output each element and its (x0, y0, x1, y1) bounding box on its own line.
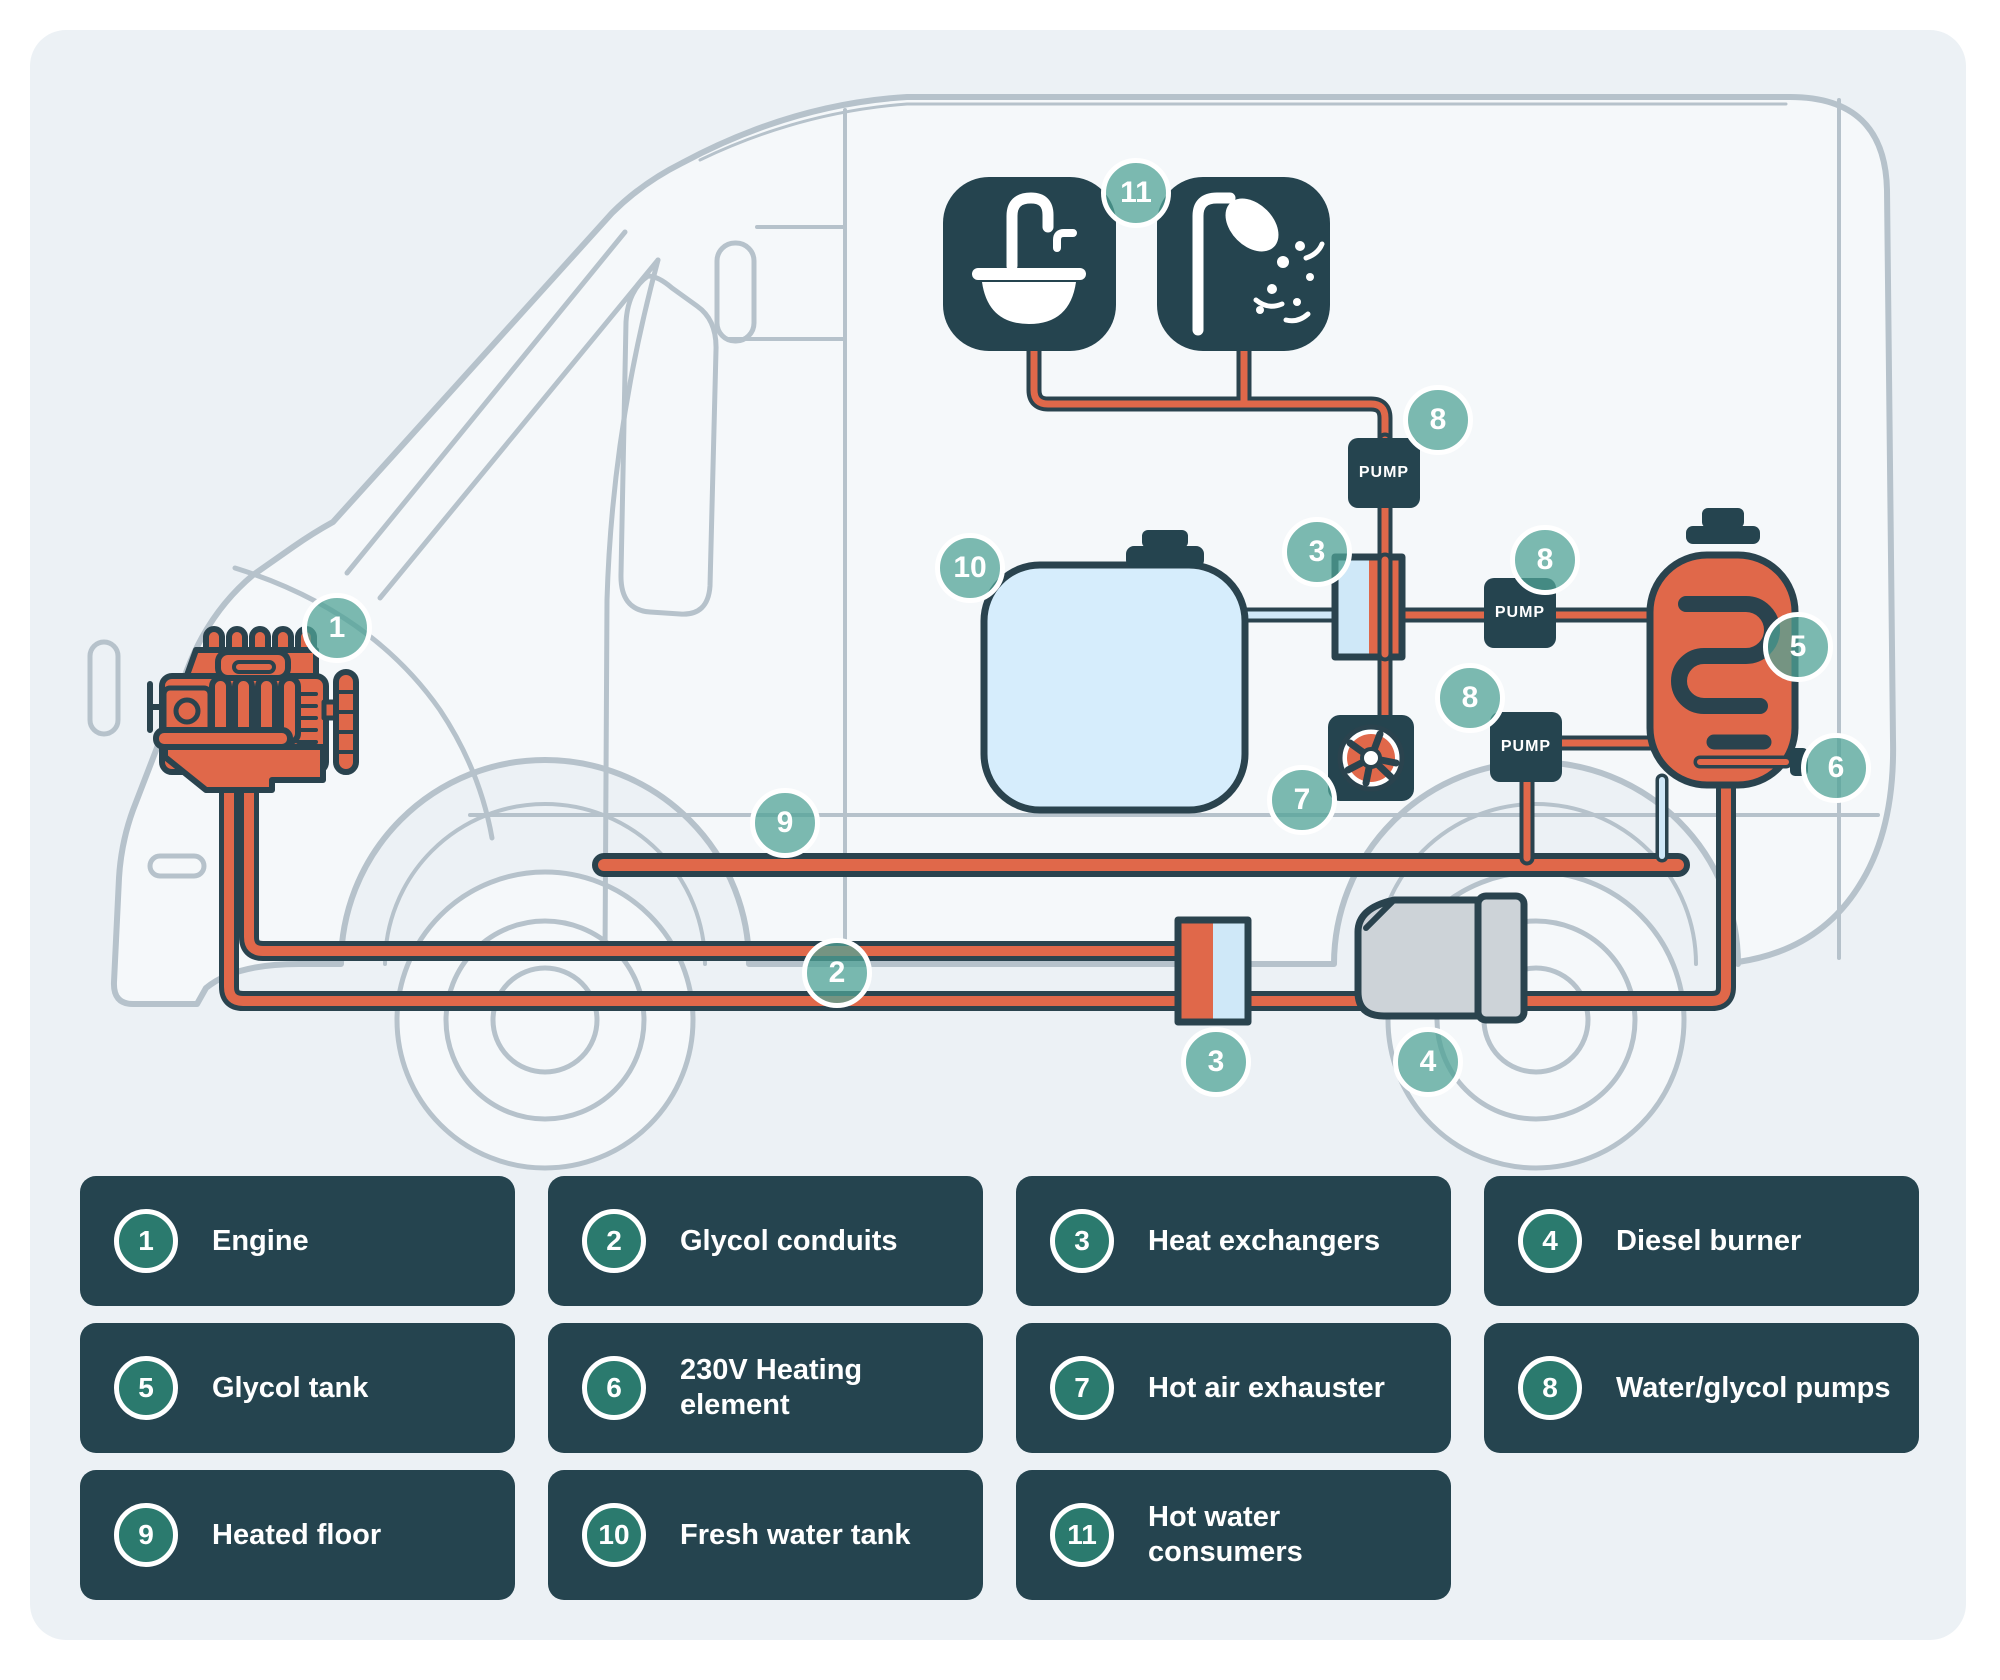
side-mirror (714, 240, 757, 344)
windshield-edge (344, 229, 628, 576)
legend-badge: 3 (1050, 1209, 1114, 1273)
front-fender-line (232, 565, 495, 841)
legend-item-heated-floor: 9 Heated floor (80, 1470, 515, 1600)
cab-door-seam (602, 257, 661, 959)
van-body (110, 94, 1897, 1007)
glycol-conduit-lower (219, 762, 1736, 1011)
legend-badge: 10 (582, 1503, 646, 1567)
badge-fresh-water-tank: 10 (935, 533, 1005, 603)
legend-badge: 8 (1518, 1356, 1582, 1420)
legend-badge: 7 (1050, 1356, 1114, 1420)
badge-heat-exchanger-top: 3 (1282, 517, 1352, 587)
badge-glycol-tank: 5 (1763, 612, 1833, 682)
front-wheel-arch (383, 802, 707, 966)
legend-badge: 4 (1518, 1209, 1582, 1273)
glycol-conduit-upper (239, 775, 1206, 961)
pump-box-floor (1490, 712, 1562, 782)
windshield-inner-edge (377, 257, 661, 601)
engine-sump (162, 744, 326, 793)
pump-label-consumers: PUMP (1358, 464, 1410, 481)
diesel-burner (1354, 892, 1528, 1024)
legend-badge: 9 (114, 1503, 178, 1567)
glycol-tank (1646, 508, 1808, 789)
legend-label: Heated floor (212, 1518, 382, 1551)
fresh-water-tank (980, 530, 1249, 814)
rear-wheel-arch (1374, 802, 1698, 966)
badge-engine: 1 (302, 593, 372, 663)
legend-item-glycol-conduits: 2 Glycol conduits (548, 1176, 983, 1306)
legend-item-heat-exchangers: 3 Heat exchangers (1016, 1176, 1451, 1306)
legend-label: Diesel burner (1616, 1224, 1802, 1257)
legend-label: Glycol conduits (680, 1224, 898, 1257)
sink-consumer-box (943, 177, 1116, 351)
legend-label: Heat exchangers (1148, 1224, 1381, 1257)
hot-air-exhauster-fan (1328, 715, 1414, 801)
legend-item-engine: 1 Engine (80, 1176, 515, 1306)
tank-cap (1142, 530, 1188, 548)
legend-label: Hot air exhauster (1148, 1371, 1385, 1404)
badge-hot-air-exhauster: 7 (1267, 765, 1337, 835)
legend-item-hot-air-exhauster: 7 Hot air exhauster (1016, 1323, 1451, 1453)
pump-label-floor: PUMP (1500, 738, 1552, 755)
legend-item-diesel-burner: 4 Diesel burner (1484, 1176, 1919, 1306)
glycol-tank-cap (1702, 508, 1744, 528)
legend-label: Glycol tank (212, 1371, 369, 1404)
legend-badge: 11 (1050, 1503, 1114, 1567)
engine (147, 626, 359, 793)
door-handle (147, 853, 207, 879)
roof-inner-line (698, 102, 1788, 162)
front-wheel (394, 869, 696, 1171)
engine-pulley (173, 697, 201, 725)
heat-exchanger-bottom (1174, 916, 1252, 1026)
shower-consumer-box (1157, 177, 1330, 351)
heat-exchanger-top (1331, 552, 1406, 662)
legend-label: Hot water consumers (1148, 1501, 1303, 1568)
tank-cap-lip (1126, 546, 1204, 568)
engine-headers (209, 675, 301, 745)
engine-flywheel (333, 669, 359, 775)
badge-pump-consumers: 8 (1403, 385, 1473, 455)
legend-label: 230V Heating element (680, 1354, 863, 1421)
legend-item-hot-water-consumers: 11 Hot water consumers (1016, 1470, 1451, 1600)
legend-item-fresh-water-tank: 10 Fresh water tank (548, 1470, 983, 1600)
legend-label: Fresh water tank (680, 1518, 911, 1551)
headlight (87, 639, 121, 737)
badge-pump-tank: 8 (1510, 525, 1580, 595)
badge-diesel-burner: 4 (1393, 1027, 1463, 1097)
badge-glycol-conduits: 2 (802, 938, 872, 1008)
badge-heating-element: 6 (1801, 733, 1871, 803)
floor-pump-pipes (1519, 735, 1663, 866)
badge-heated-floor: 9 (750, 788, 820, 858)
pump-box-tank (1484, 578, 1556, 648)
legend-badge: 5 (114, 1356, 178, 1420)
legend-badge: 6 (582, 1356, 646, 1420)
consumers-pipes (1026, 332, 1393, 456)
legend-badge: 1 (114, 1209, 178, 1273)
badge-pump-floor: 8 (1435, 663, 1505, 733)
cab-door-window (618, 273, 719, 617)
tank-coil (1671, 596, 1780, 714)
legend-item-water-glycol-pumps: 8 Water/glycol pumps (1484, 1323, 1919, 1453)
fan-hub (1360, 747, 1382, 769)
legend-item-230v-heating-element: 6 230V Heating element (548, 1323, 983, 1453)
shower-icon (1192, 192, 1325, 336)
glycol-tank-cap-lip (1686, 526, 1760, 544)
badge-hot-water-consumers: 11 (1101, 158, 1171, 228)
badge-heat-exchanger-bottom: 3 (1181, 1027, 1251, 1097)
sink-icon (972, 192, 1086, 324)
legend: 1 Engine 2 Glycol conduits 3 Heat exchan… (80, 1176, 1920, 1600)
legend-badge: 2 (582, 1209, 646, 1273)
legend-label: Water/glycol pumps (1616, 1371, 1891, 1404)
legend-label: Engine (212, 1224, 309, 1257)
legend-item-glycol-tank: 5 Glycol tank (80, 1323, 515, 1453)
pump-label-tank: PUMP (1494, 604, 1546, 621)
heated-floor-bar (592, 853, 1690, 877)
pump-box-consumers (1348, 438, 1420, 508)
